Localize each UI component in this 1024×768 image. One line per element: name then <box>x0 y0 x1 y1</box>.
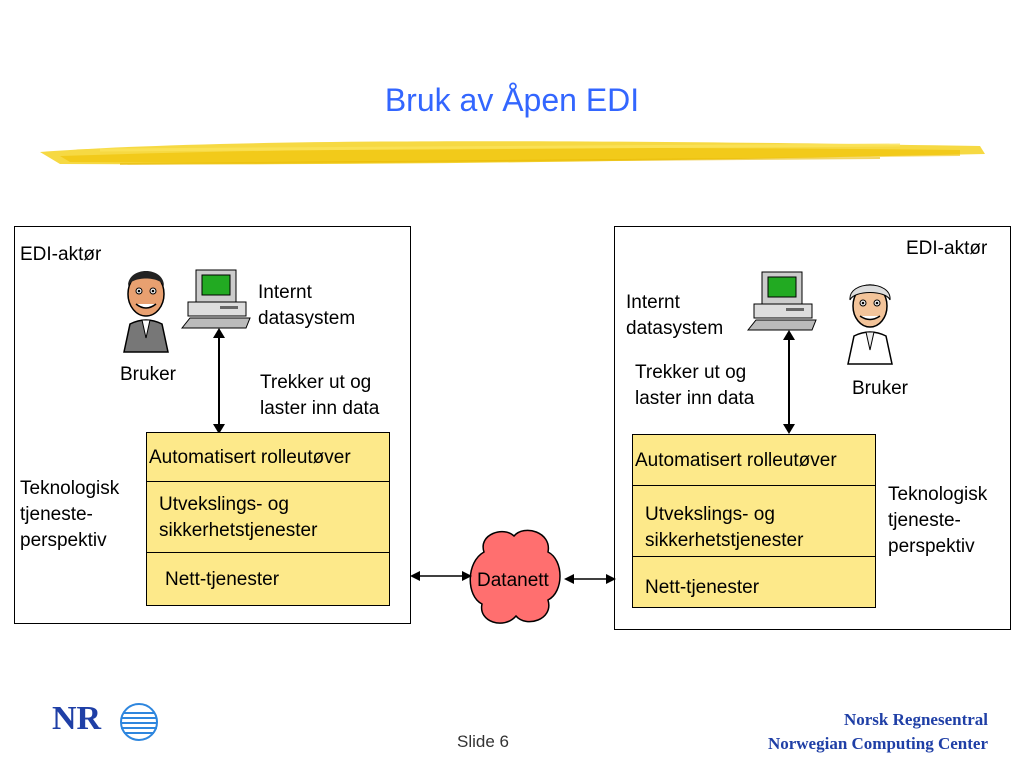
right-flow-label-line2: laster inn data <box>635 388 755 409</box>
left-layer-exchange-line1: Utvekslings- og <box>159 494 289 515</box>
right-layer-network-label: Nett-tjenester <box>645 577 760 598</box>
left-data-flow-arrow <box>213 328 225 434</box>
left-layer-exchange-line2: sikkerhetstjenester <box>159 520 318 541</box>
right-tech-perspective-line1: Teknologisk <box>888 484 988 505</box>
slide-title: Bruk av Åpen EDI <box>384 82 640 118</box>
right-network-link-arrow <box>564 574 616 584</box>
left-internal-system-line2: datasystem <box>258 308 356 329</box>
right-actor-label: EDI-aktør <box>906 238 988 259</box>
right-layer-exchange-line2: sikkerhetstjenester <box>645 530 804 551</box>
right-layer-exchange-security: Utvekslings- og sikkerhetstjenester <box>633 485 875 556</box>
left-layer-automated-role: Automatisert rolleutøver <box>147 433 389 481</box>
network-cloud-icon <box>469 529 561 624</box>
right-tech-perspective-line3: perspektiv <box>888 536 975 557</box>
left-tech-perspective-line1: Teknologisk <box>20 478 120 499</box>
left-layer-network: Nett-tjenester <box>147 552 389 605</box>
left-computer-icon <box>180 269 251 329</box>
right-user-label: Bruker <box>852 378 908 399</box>
left-internal-system-line1: Internt <box>258 282 312 303</box>
left-flow-label-line1: Trekker ut og <box>260 372 372 393</box>
left-actor-label: EDI-aktør <box>20 244 102 265</box>
left-layer-automated-role-label: Automatisert rolleutøver <box>149 447 351 468</box>
right-tech-perspective-line2: tjeneste- <box>888 510 961 531</box>
network-label: Datanett <box>477 570 549 591</box>
left-network-link-arrow <box>410 571 472 581</box>
right-internal-system-line2: datasystem <box>626 318 724 339</box>
right-layer-network: Nett-tjenester <box>633 556 875 607</box>
left-user-person-icon <box>123 271 169 353</box>
title-underline-brush <box>40 141 985 165</box>
organization-name: Norsk Regnesentral Norwegian Computing C… <box>768 708 988 756</box>
right-layer-automated-role: Automatisert rolleutøver <box>633 435 875 485</box>
nr-logo-text: NR <box>52 700 102 737</box>
organization-name-norwegian: Norsk Regnesentral <box>843 710 988 729</box>
right-user-person-icon <box>847 284 893 365</box>
right-flow-label-line1: Trekker ut og <box>635 362 747 383</box>
left-tech-perspective-line2: tjeneste- <box>20 504 93 525</box>
right-data-flow-arrow <box>783 330 795 434</box>
left-layer-network-label: Nett-tjenester <box>165 569 280 590</box>
left-user-label: Bruker <box>120 364 176 385</box>
left-layer-exchange-security: Utvekslings- og sikkerhetstjenester <box>147 481 389 552</box>
right-service-stack: Automatisert rolleutøver Utvekslings- og… <box>632 434 876 608</box>
left-tech-perspective-line3: perspektiv <box>20 530 107 551</box>
right-layer-automated-role-label: Automatisert rolleutøver <box>635 450 837 471</box>
right-computer-icon <box>746 271 817 331</box>
left-flow-label-line2: laster inn data <box>260 398 380 419</box>
slide-number: Slide 6 <box>457 732 509 751</box>
organization-name-english: Norwegian Computing Center <box>767 734 988 753</box>
nr-logo-globe-icon <box>120 703 158 741</box>
nr-logo: NR <box>52 700 164 742</box>
left-service-stack: Automatisert rolleutøver Utvekslings- og… <box>146 432 390 606</box>
right-layer-exchange-line1: Utvekslings- og <box>645 504 775 525</box>
right-internal-system-line1: Internt <box>626 292 680 313</box>
